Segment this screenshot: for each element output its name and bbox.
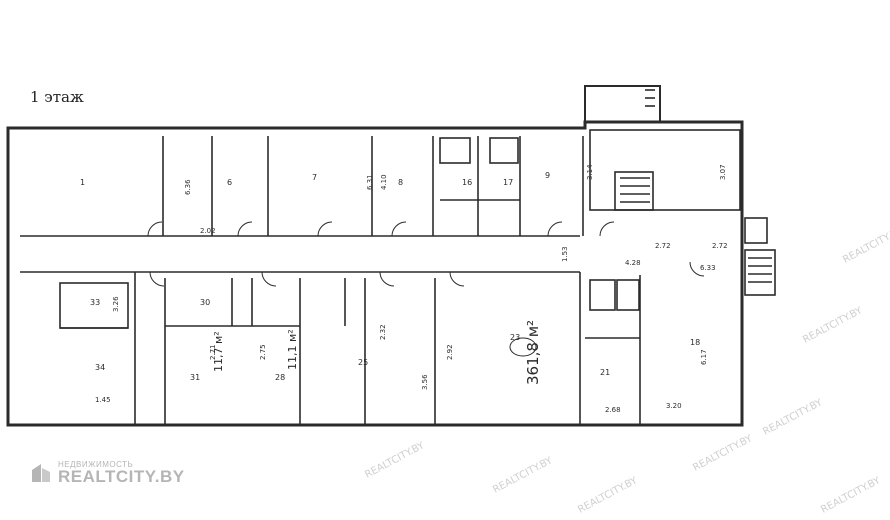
room-number: 16: [462, 178, 472, 187]
dim-label: 2.72: [712, 242, 728, 250]
room-number: 33: [90, 298, 100, 307]
building-icon: [32, 463, 50, 482]
dim-label: 2.02: [200, 227, 216, 235]
room-number: 1: [80, 178, 85, 187]
room-number: 28: [275, 373, 285, 382]
dim-label: 2.72: [655, 242, 671, 250]
door-swings: [147, 221, 705, 287]
area-note: 11,1 м²: [286, 329, 299, 370]
room-number: 8: [398, 178, 403, 187]
dim-label: 6.31: [366, 174, 374, 190]
watermark-logo: НЕДВИЖИМОСТЬ REALTCITY.BY: [30, 460, 185, 485]
dim-label: 6.33: [700, 264, 716, 272]
room-number: 9: [545, 171, 550, 180]
stair-tower: [584, 85, 661, 122]
dim-label: 1.53: [561, 246, 569, 262]
logo-title: REALTCITY.BY: [58, 467, 185, 486]
room-number: 7: [312, 173, 317, 182]
room-number: 30: [200, 298, 210, 307]
dim-label: 4.10: [380, 174, 388, 190]
room-number: 6: [227, 178, 232, 187]
dim-label: 3.26: [112, 296, 120, 312]
room-number: 18: [690, 338, 700, 347]
dim-label: 3.56: [421, 374, 429, 390]
dimension-labels: 6.36 2.02 6.31 4.10 3.14 3.07 1.53 2.72 …: [95, 164, 728, 414]
dim-label: 2.68: [605, 406, 621, 414]
handwritten-notes: 361,8 м² 11,7 м² 11,1 м²: [212, 320, 542, 385]
dim-label: 2.92: [446, 344, 454, 360]
room-number: 17: [503, 178, 513, 187]
logo-subtitle: НЕДВИЖИМОСТЬ: [58, 460, 134, 469]
dim-label: 3.14: [586, 164, 594, 180]
dim-label: 6.36: [184, 179, 192, 195]
dim-label: 4.28: [625, 259, 641, 267]
outer-walls: [6, 85, 744, 427]
inner-walls: [20, 89, 776, 425]
dim-label: 2.32: [379, 324, 387, 340]
room-numbers: 1 6 7 8 9 16 17 18 21 23 25 28 30 31 33 …: [80, 171, 700, 382]
room-number: 23: [510, 333, 520, 342]
room-number: 34: [95, 363, 105, 372]
room-number: 21: [600, 368, 610, 377]
room-number: 25: [358, 358, 368, 367]
room-number: 31: [190, 373, 200, 382]
dim-label: 2.71: [209, 344, 217, 360]
outer-wall: [6, 120, 744, 427]
total-area-note: 361,8 м²: [524, 320, 542, 385]
dim-label: 1.45: [95, 396, 111, 404]
floor-title: 1 этаж: [30, 88, 84, 106]
dim-label: 6.17: [700, 349, 708, 365]
area-note: 11,7 м²: [212, 331, 225, 372]
dim-label: 2.75: [259, 344, 267, 360]
dim-label: 3.20: [666, 402, 682, 410]
dim-label: 3.07: [719, 164, 727, 180]
